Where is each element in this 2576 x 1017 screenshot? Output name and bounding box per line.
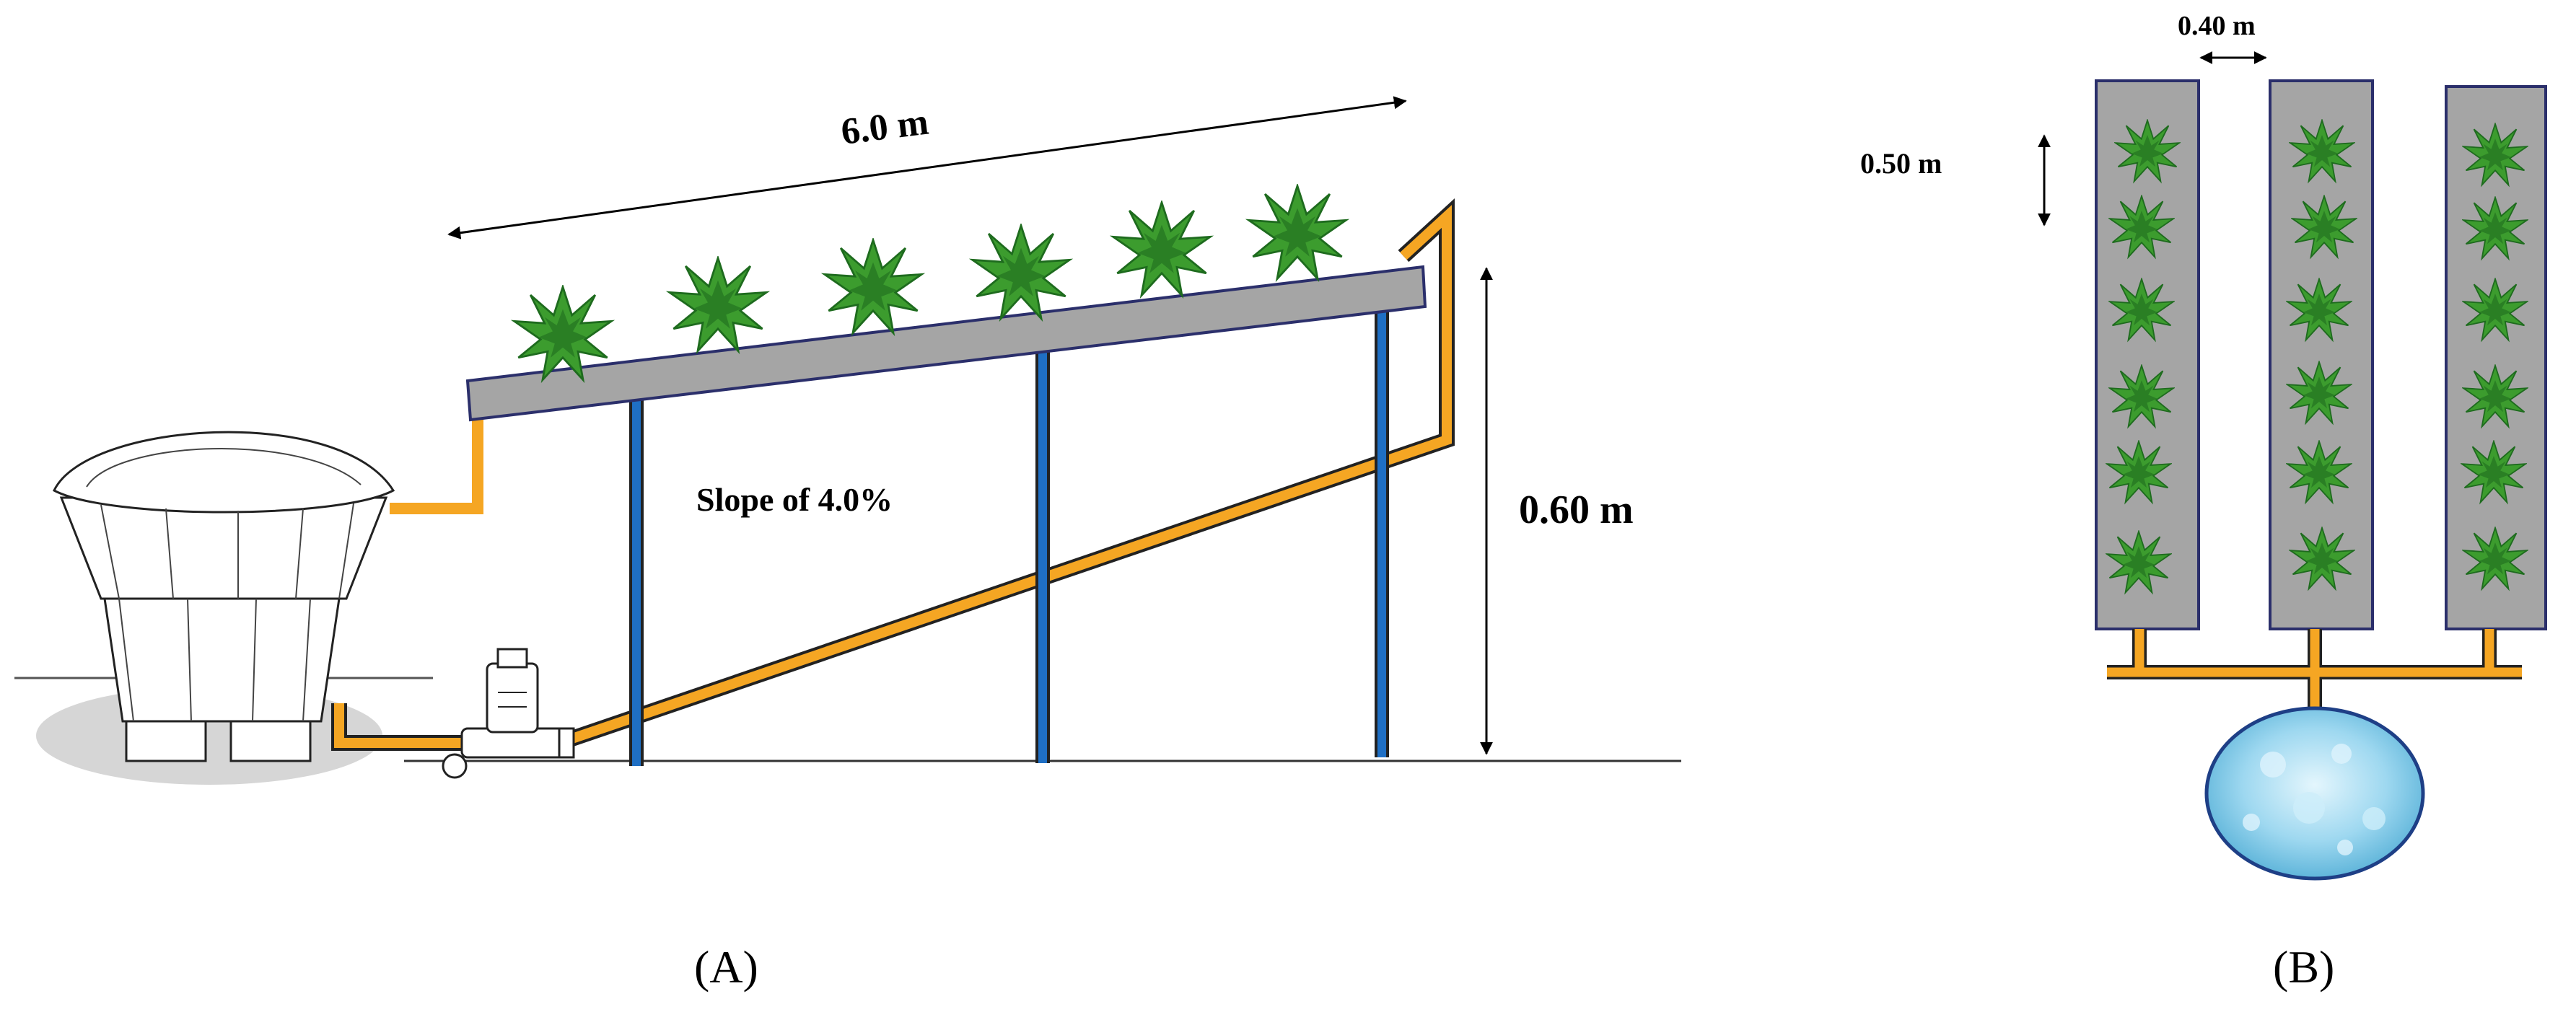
pump-icon — [442, 648, 575, 779]
plant-a-2 — [668, 257, 768, 353]
growing-channel — [465, 265, 1427, 422]
panel-a-label: (A) — [694, 941, 758, 992]
plant-a-5 — [1112, 201, 1212, 297]
height-label: 0.60 m — [1519, 488, 1634, 532]
panel-b-label: (B) — [2273, 941, 2334, 992]
panel-b: 0.40 m 0.50 m — [1860, 11, 2547, 992]
width-label: 0.40 m — [2178, 11, 2256, 41]
length-dimension-arrow — [447, 96, 1407, 239]
panel-a: 6.0 m 0.60 m Slope of 4.0% (A) — [14, 96, 1681, 992]
plant-a-6 — [1248, 185, 1347, 281]
plant-a-3 — [823, 239, 923, 335]
slope-label: Slope of 4.0% — [696, 481, 893, 518]
spacing-label: 0.50 m — [1860, 147, 1942, 180]
channel-b-1 — [2095, 79, 2200, 630]
water-tank — [36, 431, 395, 785]
plant-a-4 — [971, 224, 1071, 320]
water-reservoir — [2204, 706, 2425, 881]
length-label: 6.0 m — [839, 102, 931, 153]
return-pipe — [390, 415, 483, 514]
